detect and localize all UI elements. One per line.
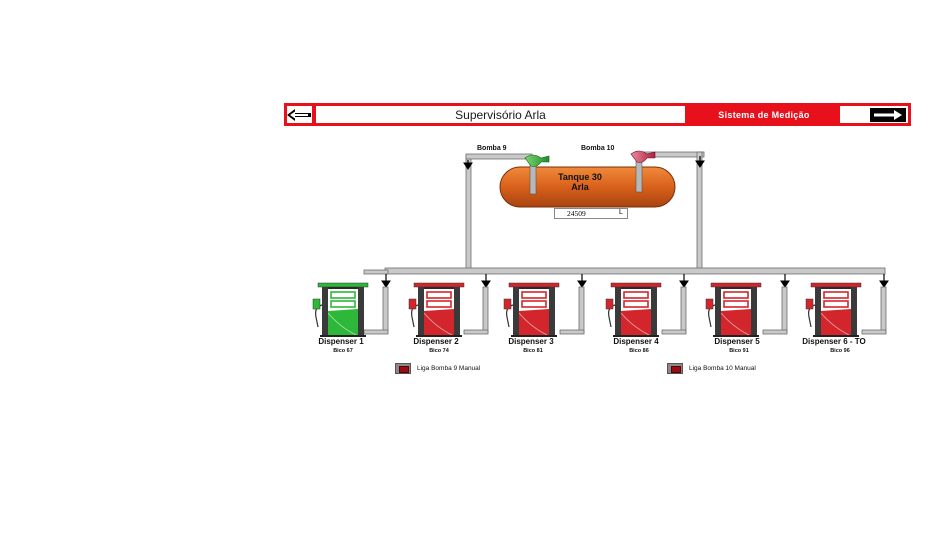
dispenser-2-bico: Bico 74 [429,348,449,354]
pump-10-icon [630,150,656,193]
tank-title: Tanque 30 Arla [540,172,620,192]
dispenser-6-name: Dispenser 6 - TO [802,337,866,346]
dispenser-connection-pipes [363,286,887,335]
dispenser-5-name: Dispenser 5 [714,337,760,346]
dispenser-4-icon[interactable] [605,282,662,337]
flow-arrows [381,156,889,288]
dispensers-layer [312,282,862,337]
tank-level-readout: 24509 L [554,208,628,219]
dispenser-6-bico: Bico 96 [830,348,850,354]
pump-9-label: Bomba 9 [477,145,507,152]
pump-9-icon [524,154,550,195]
dispenser-5-icon[interactable] [705,282,762,337]
manual-toggle-bomba-10-button[interactable] [667,363,683,374]
dispenser-1-icon[interactable] [312,282,369,337]
page-title: Supervisório Arla [316,106,685,123]
arrow-right-icon [870,107,906,122]
dispenser-4-name: Dispenser 4 [613,337,659,346]
system-label[interactable]: Sistema de Medição [689,106,839,123]
tank-30 [499,166,676,208]
tank-level-unit: L [619,209,623,216]
dispenser-2-name: Dispenser 2 [413,337,459,346]
main-header-pipe [384,267,886,275]
tank-level-value: 24509 [567,209,586,218]
manual-toggle-bomba-9-label: Liga Bomba 9 Manual [417,365,481,372]
arrow-left-icon [286,108,311,121]
header-bar: Supervisório Arla Sistema de Medição [284,103,911,126]
manual-toggle-bomba-9-button[interactable] [395,363,411,374]
back-button[interactable] [286,106,312,123]
pump-10-label: Bomba 10 [581,145,615,152]
dispenser-2-icon[interactable] [408,282,465,337]
dispenser-1-name: Dispenser 1 [318,337,364,346]
tank-title-line1: Tanque 30 [558,172,602,182]
dispenser-3-bico: Bico 81 [523,348,543,354]
tank-title-line2: Arla [571,182,589,192]
forward-button[interactable] [840,106,908,123]
dispenser-5-bico: Bico 91 [729,348,749,354]
manual-toggle-bomba-10-label: Liga Bomba 10 Manual [689,365,756,372]
dispenser-1-bico: Bico 67 [333,348,353,354]
dispenser-4-bico: Bico 86 [629,348,649,354]
dispenser-3-icon[interactable] [503,282,560,337]
pipe-return-left [363,269,389,275]
dispenser-3-name: Dispenser 3 [508,337,554,346]
dispenser-6-icon[interactable] [805,282,862,337]
